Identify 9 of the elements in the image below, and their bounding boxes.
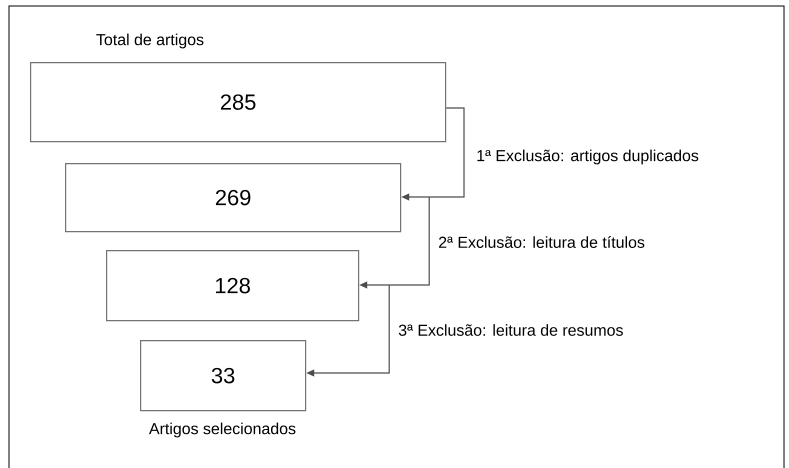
heading: Artigos selecionados	[149, 422, 296, 438]
edge-label: 1ª Exclusão: artigos duplicados	[475, 148, 700, 166]
edge-label: 3ª Exclusão: leitura de resumos	[397, 323, 625, 337]
heading: Total de artigos	[96, 34, 204, 48]
number-box: 33	[140, 340, 306, 412]
number-box: 269	[65, 163, 402, 232]
edge-label: 2ª Exclusão: leitura de títulos	[437, 235, 646, 249]
number-box: 285	[30, 62, 446, 142]
number-box: 128	[106, 250, 360, 322]
